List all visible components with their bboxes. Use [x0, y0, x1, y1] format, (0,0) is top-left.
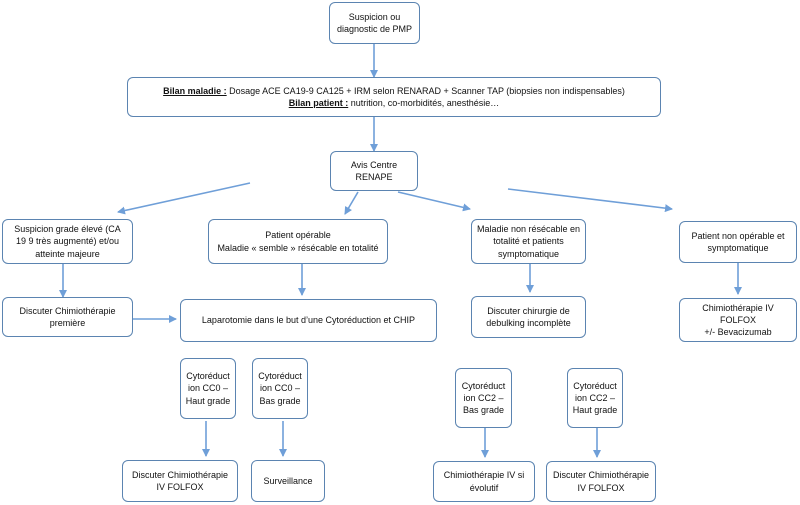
node-text: symptomatique [707, 243, 769, 253]
node-folfox-bevacizumab: Chimiothérapie IV FOLFOX +/- Bevacizumab [679, 298, 797, 342]
bilan-maladie-line: Bilan maladie : Dosage ACE CA19-9 CA125 … [163, 85, 625, 97]
node-text: ion CC0 – [259, 383, 301, 394]
node-maladie-non-resecable: Maladie non résécable en totalité et pat… [471, 219, 586, 264]
node-suspicion-pmp: Suspicion ou diagnostic de PMP [329, 2, 420, 44]
node-text: Cytoréduct [186, 371, 230, 382]
node-text: Bas grade [462, 405, 505, 416]
arrow-avis-to-grade_eleve [117, 182, 251, 215]
node-text: Discuter chirurgie de [487, 305, 570, 316]
node-text: Discuter Chimiothérapie [19, 305, 116, 316]
node-text: Chimiothérapie IV si [443, 470, 525, 481]
node-text: Maladie non résécable en [476, 224, 581, 235]
node-text: ion CC2 – [574, 392, 616, 403]
node-text: Patient non opérable et [691, 230, 785, 241]
node-text: diagnostic de PMP [336, 24, 413, 34]
bilan-maladie-label: Bilan maladie : [163, 85, 227, 96]
node-text: Chimiothérapie IV FOLFOX [702, 302, 774, 325]
node-chimio-folfox-cc2: Discuter Chimiothérapie IV FOLFOX [546, 461, 656, 502]
node-text: Haut grade [572, 405, 618, 416]
node-chimio-folfox-cc0: Discuter Chimiothérapie IV FOLFOX [122, 460, 238, 502]
node-cc0-bas-grade: Cytoréduct ion CC0 – Bas grade [252, 358, 308, 419]
node-surveillance: Surveillance [251, 460, 325, 502]
node-text: Laparotomie dans le but d’une Cytoréduct… [201, 315, 416, 326]
node-patient-operable: Patient opérable Maladie « semble » résé… [208, 219, 388, 264]
arrow-avis-to-non_resecable [397, 191, 471, 212]
node-text: Avis Centre [350, 159, 398, 170]
node-chimio-premiere: Discuter Chimiothérapie première [2, 297, 133, 337]
node-text: Patient opérable [265, 230, 331, 241]
arrow-avis-to-non_operable [507, 188, 673, 213]
node-avis-renape: Avis Centre RENAPE [330, 151, 418, 191]
node-suspicion-grade-eleve: Suspicion grade élevé (CA 19 9 très augm… [2, 219, 133, 264]
node-chimio-evolutif: Chimiothérapie IV si évolutif [433, 461, 535, 502]
node-text: +/- Bevacizumab [704, 327, 772, 338]
node-text: Suspicion ou [348, 11, 401, 22]
bilan-patient-text: nutrition, co-morbidités, anesthésie… [348, 98, 500, 108]
node-laparotomie: Laparotomie dans le but d’une Cytoréduct… [180, 299, 437, 342]
bilan-patient-line: Bilan patient : nutrition, co-morbidités… [289, 97, 500, 109]
node-bilan: Bilan maladie : Dosage ACE CA19-9 CA125 … [127, 77, 661, 117]
node-text: Suspicion grade élevé (CA [14, 224, 121, 235]
node-cc0-haut-grade: Cytoréduct ion CC0 – Haut grade [180, 358, 236, 419]
node-text: première [49, 318, 86, 328]
bilan-maladie-text: Dosage ACE CA19-9 CA125 + IRM selon RENA… [226, 85, 625, 96]
node-text: Haut grade [185, 395, 231, 406]
node-text: ion CC0 – [187, 383, 229, 394]
node-text: Discuter Chimiothérapie [131, 469, 229, 480]
node-text: symptomatique [497, 248, 560, 259]
node-text: RENAPE [355, 172, 393, 182]
node-text: Discuter Chimiothérapie [552, 470, 650, 481]
node-text: debulking incomplète [486, 318, 571, 328]
node-text: Surveillance [263, 475, 313, 486]
node-text: Cytoréduct [258, 371, 302, 382]
node-text: atteinte majeure [35, 248, 100, 259]
node-text: IV FOLFOX [577, 482, 625, 493]
node-text: totalité et patients [493, 236, 564, 247]
node-debulking: Discuter chirurgie de debulking incomplè… [471, 296, 586, 338]
bilan-patient-label: Bilan patient : [288, 98, 349, 108]
node-text: évolutif [469, 482, 499, 493]
node-cc2-haut-grade: Cytoréduct ion CC2 – Haut grade [567, 368, 623, 428]
node-text: Cytoréduct [461, 380, 506, 391]
arrow-avis-to-operable [344, 191, 359, 215]
node-text: Cytoréduct [573, 380, 617, 391]
node-text: Maladie « semble » résécable en totalité [217, 242, 379, 253]
node-cc2-bas-grade: Cytoréduct ion CC2 – Bas grade [455, 368, 512, 428]
node-text: ion CC2 – [463, 392, 504, 403]
node-text: Bas grade [259, 395, 301, 406]
node-text: IV FOLFOX [156, 482, 204, 492]
node-text: 19 9 très augmenté) et/ou [15, 236, 120, 247]
node-patient-non-operable: Patient non opérable et symptomatique [679, 221, 797, 263]
